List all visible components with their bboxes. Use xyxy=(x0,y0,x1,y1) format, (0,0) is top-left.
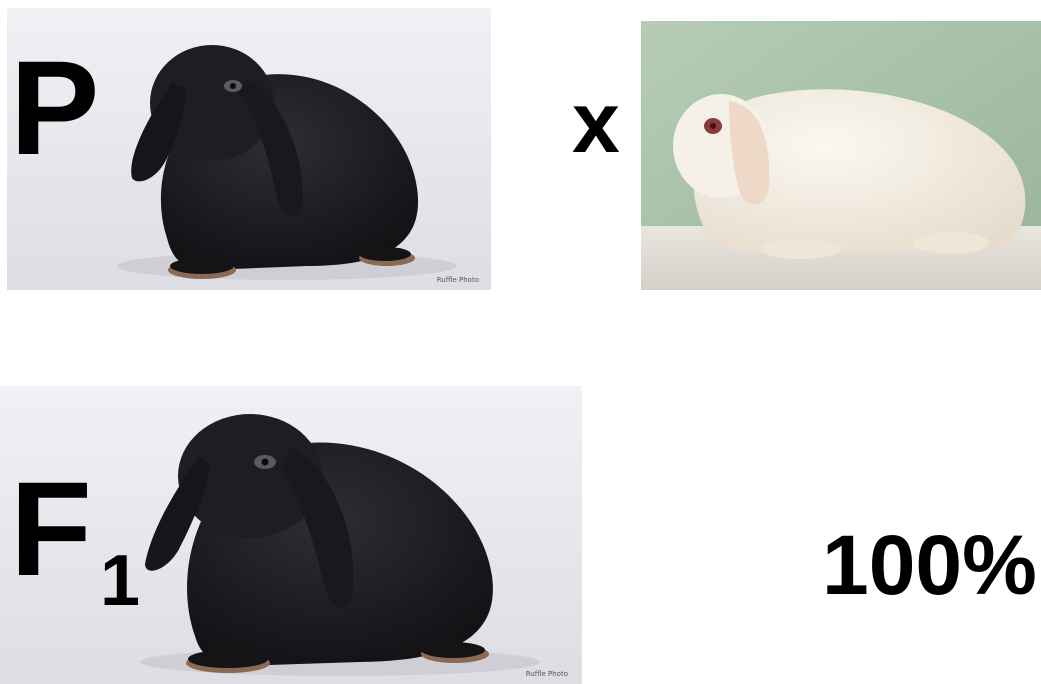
photo-credit: Ruffle Photo xyxy=(437,276,479,284)
parental-generation-label: P xyxy=(10,42,99,176)
photo-credit: Ruffle Photo xyxy=(526,670,568,678)
filial-generation-subscript: 1 xyxy=(100,545,140,617)
offspring-ratio-label: 100% xyxy=(822,523,1037,607)
cross-symbol: x xyxy=(572,80,620,166)
parent-white-rabbit-photo xyxy=(641,21,1041,290)
filial-generation-label: F xyxy=(10,463,92,597)
white-rabbit-image xyxy=(641,21,1041,290)
